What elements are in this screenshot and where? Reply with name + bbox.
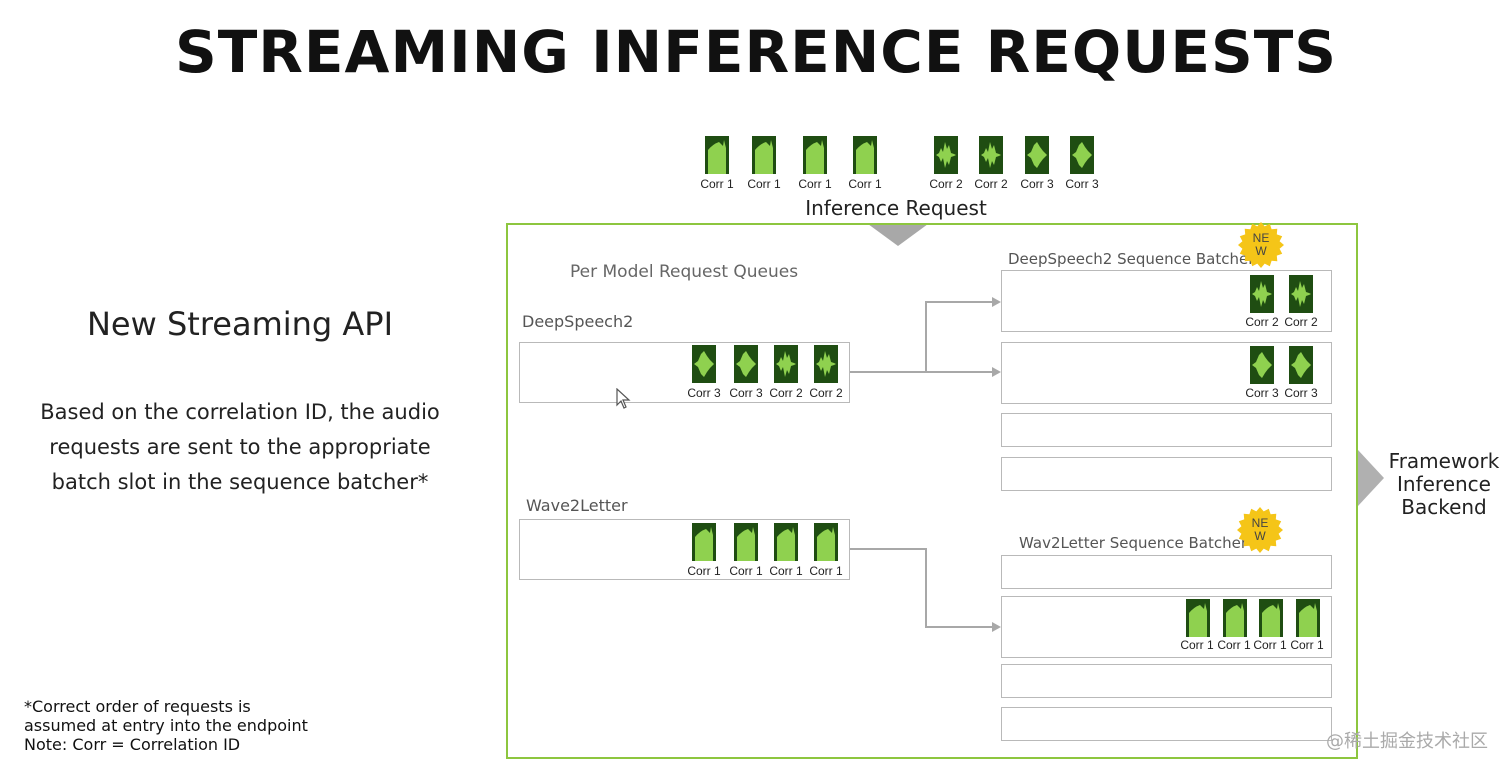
badge-line: NE (1251, 516, 1269, 530)
wav2letter-batch-slot (1001, 707, 1332, 741)
wav2letter-batch-slot (1001, 555, 1332, 589)
mouse-cursor-icon (616, 388, 631, 409)
page-title: STREAMING INFERENCE REQUESTS (174, 18, 1338, 86)
deepspeech-batch-slot (1001, 413, 1332, 447)
watermark: @稀土掘金技术社区 (1326, 731, 1488, 752)
correlation-label: Corr 2 (974, 177, 1008, 191)
audio-waveform-icon (692, 523, 716, 561)
connector-line (850, 301, 992, 373)
audio-waveform-icon (1250, 275, 1274, 313)
correlation-label: Corr 1 (798, 177, 832, 191)
audio-waveform-icon (979, 136, 1003, 174)
backend-label: Framework Inference Backend (1384, 450, 1504, 519)
arrow-head-icon (992, 297, 1001, 307)
audio-waveform-icon (692, 345, 716, 383)
correlation-label: Corr 1 (1253, 638, 1287, 652)
audio-waveform-icon (1296, 599, 1320, 637)
backend-line: Inference (1397, 472, 1491, 496)
correlation-label: Corr 1 (769, 564, 803, 578)
audio-waveform-icon (1025, 136, 1049, 174)
correlation-label: Corr 3 (1245, 386, 1279, 400)
deepspeech-batcher-label: DeepSpeech2 Sequence Batcher (1008, 250, 1255, 268)
new-badge-icon (1237, 507, 1283, 553)
correlation-label: Corr 1 (1290, 638, 1324, 652)
footnote-line: *Correct order of requests is (24, 697, 251, 716)
inference-request-label: Inference Request (805, 196, 987, 220)
footnote: *Correct order of requests is assumed at… (24, 697, 444, 754)
new-badge-icon (1238, 222, 1284, 268)
audio-waveform-icon (1223, 599, 1247, 637)
correlation-label: Corr 1 (1180, 638, 1214, 652)
correlation-label: Corr 2 (809, 386, 843, 400)
wav2letter-batcher-label: Wav2Letter Sequence Batcher (1019, 534, 1248, 552)
correlation-label: Corr 2 (769, 386, 803, 400)
audio-waveform-icon (734, 523, 758, 561)
backend-line: Backend (1401, 495, 1487, 519)
footnote-line: Note: Corr = Correlation ID (24, 735, 241, 754)
deepspeech-batch-slot (1001, 457, 1332, 491)
correlation-label: Corr 1 (700, 177, 734, 191)
audio-waveform-icon (774, 345, 798, 383)
correlation-label: Corr 1 (687, 564, 721, 578)
arrow-head-icon (992, 622, 1001, 632)
correlation-label: Corr 1 (809, 564, 843, 578)
correlation-label: Corr 1 (729, 564, 763, 578)
connector-line (850, 548, 992, 628)
api-description: Based on the correlation ID, the audio r… (40, 400, 440, 494)
deepspeech-queue-label: DeepSpeech2 (522, 312, 634, 331)
badge-line: W (1255, 244, 1267, 258)
deepspeech-batch-slot (1001, 342, 1332, 404)
badge-line: NE (1252, 231, 1270, 245)
api-heading: New Streaming API (86, 305, 394, 343)
audio-waveform-icon (1259, 599, 1283, 637)
audio-waveform-icon (803, 136, 827, 174)
audio-waveform-icon (934, 136, 958, 174)
audio-waveform-icon (1289, 275, 1313, 313)
correlation-label: Corr 1 (848, 177, 882, 191)
footnote-line: assumed at entry into the endpoint (24, 716, 308, 735)
correlation-label: Corr 3 (1065, 177, 1099, 191)
correlation-label: Corr 2 (1284, 315, 1318, 329)
wav2letter-batch-slot (1001, 664, 1332, 698)
correlation-label: Corr 3 (687, 386, 721, 400)
audio-waveform-icon (1070, 136, 1094, 174)
new-badge-text: NE W (1237, 517, 1283, 543)
wave2letter-queue-label: Wave2Letter (526, 496, 628, 515)
correlation-label: Corr 3 (1284, 386, 1318, 400)
backend-arrow-icon (1358, 450, 1384, 506)
correlation-label: Corr 1 (1217, 638, 1251, 652)
audio-waveform-icon (705, 136, 729, 174)
badge-line: W (1254, 529, 1266, 543)
audio-waveform-icon (814, 345, 838, 383)
correlation-label: Corr 2 (929, 177, 963, 191)
new-badge-text: NE W (1238, 232, 1284, 258)
inference-server-frame (506, 223, 1358, 759)
audio-waveform-icon (1186, 599, 1210, 637)
correlation-label: Corr 2 (1245, 315, 1279, 329)
inference-pointer-icon (868, 224, 928, 246)
audio-waveform-icon (774, 523, 798, 561)
correlation-label: Corr 3 (729, 386, 763, 400)
queues-label: Per Model Request Queues (570, 262, 799, 282)
correlation-label: Corr 3 (1020, 177, 1054, 191)
correlation-label: Corr 1 (747, 177, 781, 191)
audio-waveform-icon (1250, 346, 1274, 384)
audio-waveform-icon (853, 136, 877, 174)
audio-waveform-icon (1289, 346, 1313, 384)
audio-waveform-icon (752, 136, 776, 174)
backend-line: Framework (1388, 449, 1500, 473)
audio-waveform-icon (814, 523, 838, 561)
arrow-head-icon (992, 367, 1001, 377)
deepspeech-batch-slot (1001, 270, 1332, 332)
audio-waveform-icon (734, 345, 758, 383)
